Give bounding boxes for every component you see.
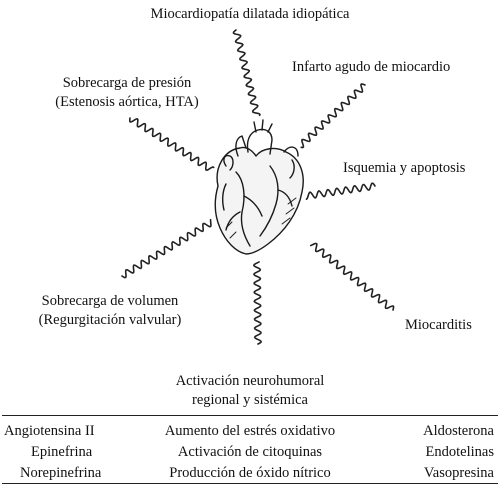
heart-icon: [214, 119, 304, 255]
wavy-line-bottom: [252, 261, 263, 345]
column-center-item: Producción de óxido nítrico: [169, 465, 331, 481]
column-center-item: Aumento del estrés oxidativo: [164, 423, 336, 439]
wavy-line-pressure: [128, 117, 215, 171]
wavy-line-myocarditis: [309, 242, 395, 311]
column-right: Aldosterona Endotelinas Vasopresina: [380, 421, 494, 484]
column-left-item: Norepinefrina: [20, 465, 102, 481]
cause-volume-overload-title: Sobrecarga de volumen: [41, 293, 179, 309]
column-left-item: Angiotensina II: [4, 423, 95, 439]
cause-volume-overload: Sobrecarga de volumen (Regurgitación val…: [4, 292, 216, 330]
cause-ischemia: Isquemia y apoptosis: [343, 160, 466, 176]
column-left-item: Epinefrina: [31, 444, 93, 460]
wavy-line-infarct: [300, 83, 366, 149]
column-left: Angiotensina II Epinefrina Norepinefrina: [4, 421, 101, 484]
cause-volume-overload-detail: (Regurgitación valvular): [38, 312, 182, 328]
cause-pressure-overload-title: Sobrecarga de presión: [62, 75, 192, 91]
cause-myocarditis: Miocarditis: [405, 317, 472, 333]
neurohumoral-activation: Activación neurohumoral regional y sisté…: [140, 372, 360, 410]
bottom-rule: [2, 483, 498, 484]
cause-pressure-overload-detail: (Estenosis aórtica, HTA): [55, 94, 199, 110]
neurohumoral-activation-line-1: Activación neurohumoral: [175, 373, 325, 389]
column-center-item: Activación de citoquinas: [177, 444, 323, 460]
cause-acute-mi: Infarto agudo de miocardio: [292, 59, 451, 75]
column-right-item: Vasopresina: [423, 465, 494, 481]
column-right-item: Endotelinas: [425, 444, 494, 460]
column-right-item: Aldosterona: [423, 423, 494, 439]
neurohumoral-activation-line-2: regional y sistémica: [192, 392, 308, 408]
wavy-line-volume: [121, 218, 212, 279]
column-center: Aumento del estrés oxidativo Activación …: [140, 421, 360, 484]
cause-pressure-overload: Sobrecarga de presión (Estenosis aórtica…: [22, 74, 232, 112]
wavy-line-ischemia: [305, 182, 376, 200]
cause-idiopathic-dcm: Miocardiopatía dilatada idiopática: [150, 6, 350, 22]
wavy-line-top: [232, 29, 261, 117]
top-rule: [2, 415, 498, 416]
